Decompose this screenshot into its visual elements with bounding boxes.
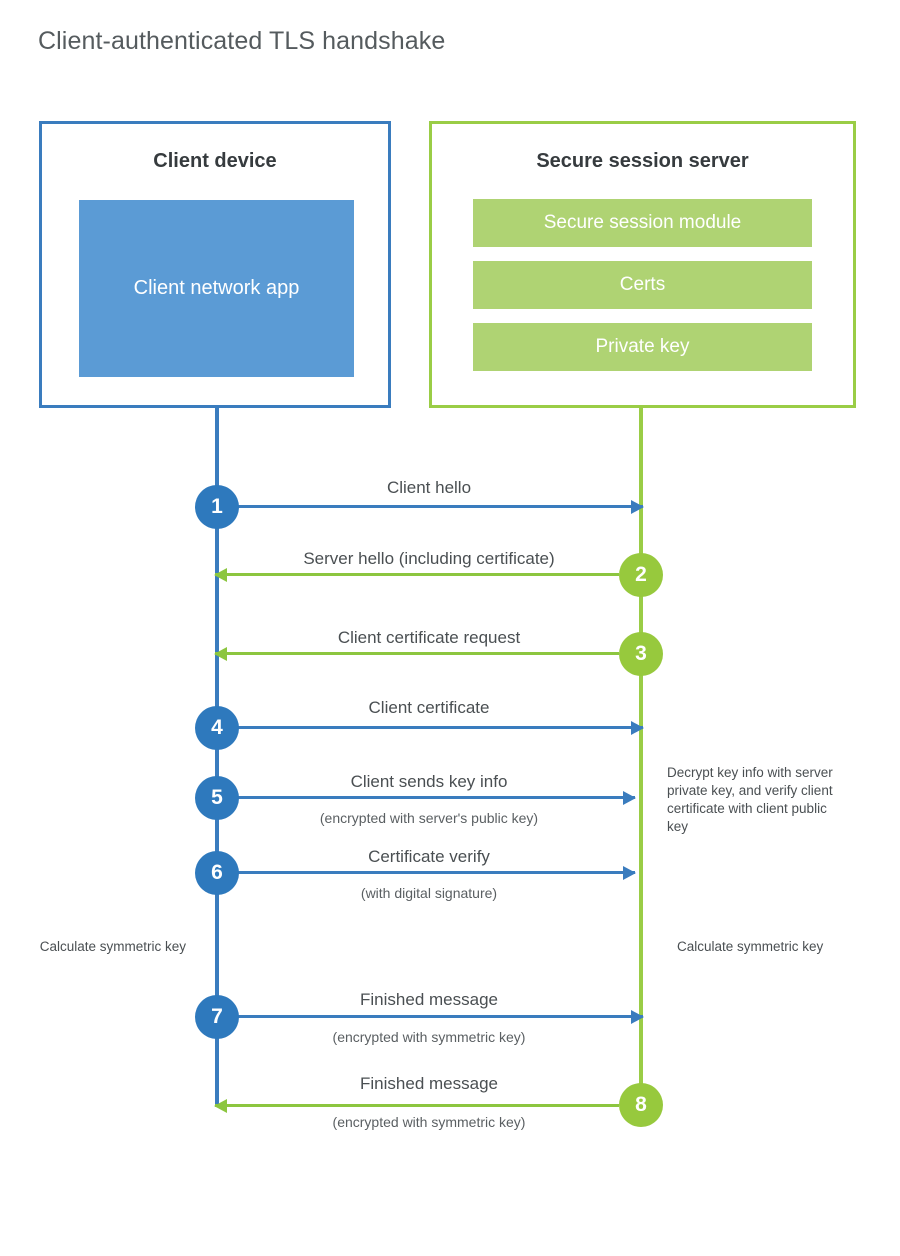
client-lifeline (215, 408, 219, 1107)
message-arrow-6 (229, 866, 636, 880)
arrow-shaft (215, 652, 619, 655)
step-circle-5[interactable]: 5 (195, 776, 239, 820)
note-server-calculate-symmetric-key: Calculate symmetric key (677, 939, 824, 954)
arrow-head-icon (623, 791, 636, 805)
step-circle-1[interactable]: 1 (195, 485, 239, 529)
arrow-shaft (229, 1015, 643, 1018)
server-component-certs: Certs (473, 261, 812, 309)
message-label-2: Server hello (including certificate) (303, 549, 555, 568)
message-label-4: Client certificate (368, 698, 490, 717)
secure-session-server-title: Secure session server (536, 150, 749, 172)
arrow-shaft (229, 505, 643, 508)
note-client-calculate-symmetric-key: Calculate symmetric key (39, 939, 186, 954)
message-arrow-8 (214, 1099, 619, 1113)
message-arrow-4 (229, 721, 644, 735)
message-label-8: Finished message (360, 1074, 498, 1093)
arrow-head-icon (623, 866, 636, 880)
server-component-private-key: Private key (473, 323, 812, 371)
message-arrow-3 (214, 647, 619, 661)
server-lifeline (639, 408, 643, 1107)
server-component-secure-session-module: Secure session module (473, 199, 812, 247)
message-arrow-5 (229, 791, 636, 805)
note-server-decrypt: Decrypt key info with server private key… (667, 765, 833, 834)
arrow-shaft (215, 1104, 619, 1107)
message-arrow-7 (229, 1010, 644, 1024)
message-sublabel-7: (encrypted with symmetric key) (332, 1029, 526, 1045)
arrow-shaft (229, 796, 635, 799)
step-circle-6[interactable]: 6 (195, 851, 239, 895)
message-label-6: Certificate verify (368, 847, 490, 866)
step-circle-3[interactable]: 3 (619, 632, 663, 676)
client-device-title: Client device (153, 150, 277, 172)
arrow-shaft (229, 871, 635, 874)
server-component-stack: Secure session module Certs Private key (473, 199, 812, 371)
message-sublabel-5: (encrypted with server's public key) (319, 810, 539, 826)
client-device-box: Client device Client network app (39, 121, 391, 408)
step-circle-8[interactable]: 8 (619, 1083, 663, 1127)
arrow-head-icon (631, 1010, 644, 1024)
step-circle-4[interactable]: 4 (195, 706, 239, 750)
message-label-1: Client hello (386, 478, 472, 497)
message-arrow-2 (214, 568, 619, 582)
client-network-app-block: Client network app (79, 200, 354, 377)
arrow-head-icon (631, 500, 644, 514)
arrow-head-icon (214, 647, 227, 661)
message-sublabel-6: (with digital signature) (360, 885, 498, 901)
step-circle-2[interactable]: 2 (619, 553, 663, 597)
page-title: Client-authenticated TLS handshake (38, 27, 446, 55)
arrow-head-icon (214, 1099, 227, 1113)
step-circle-7[interactable]: 7 (195, 995, 239, 1039)
arrow-shaft (215, 573, 619, 576)
arrow-shaft (229, 726, 643, 729)
secure-session-server-box: Secure session server Secure session mod… (429, 121, 856, 408)
message-label-7: Finished message (360, 990, 498, 1009)
message-label-3: Client certificate request (337, 628, 521, 647)
arrow-head-icon (214, 568, 227, 582)
message-arrow-1 (229, 500, 644, 514)
message-label-5: Client sends key info (350, 772, 508, 791)
message-sublabel-8: (encrypted with symmetric key) (332, 1114, 526, 1130)
arrow-head-icon (631, 721, 644, 735)
